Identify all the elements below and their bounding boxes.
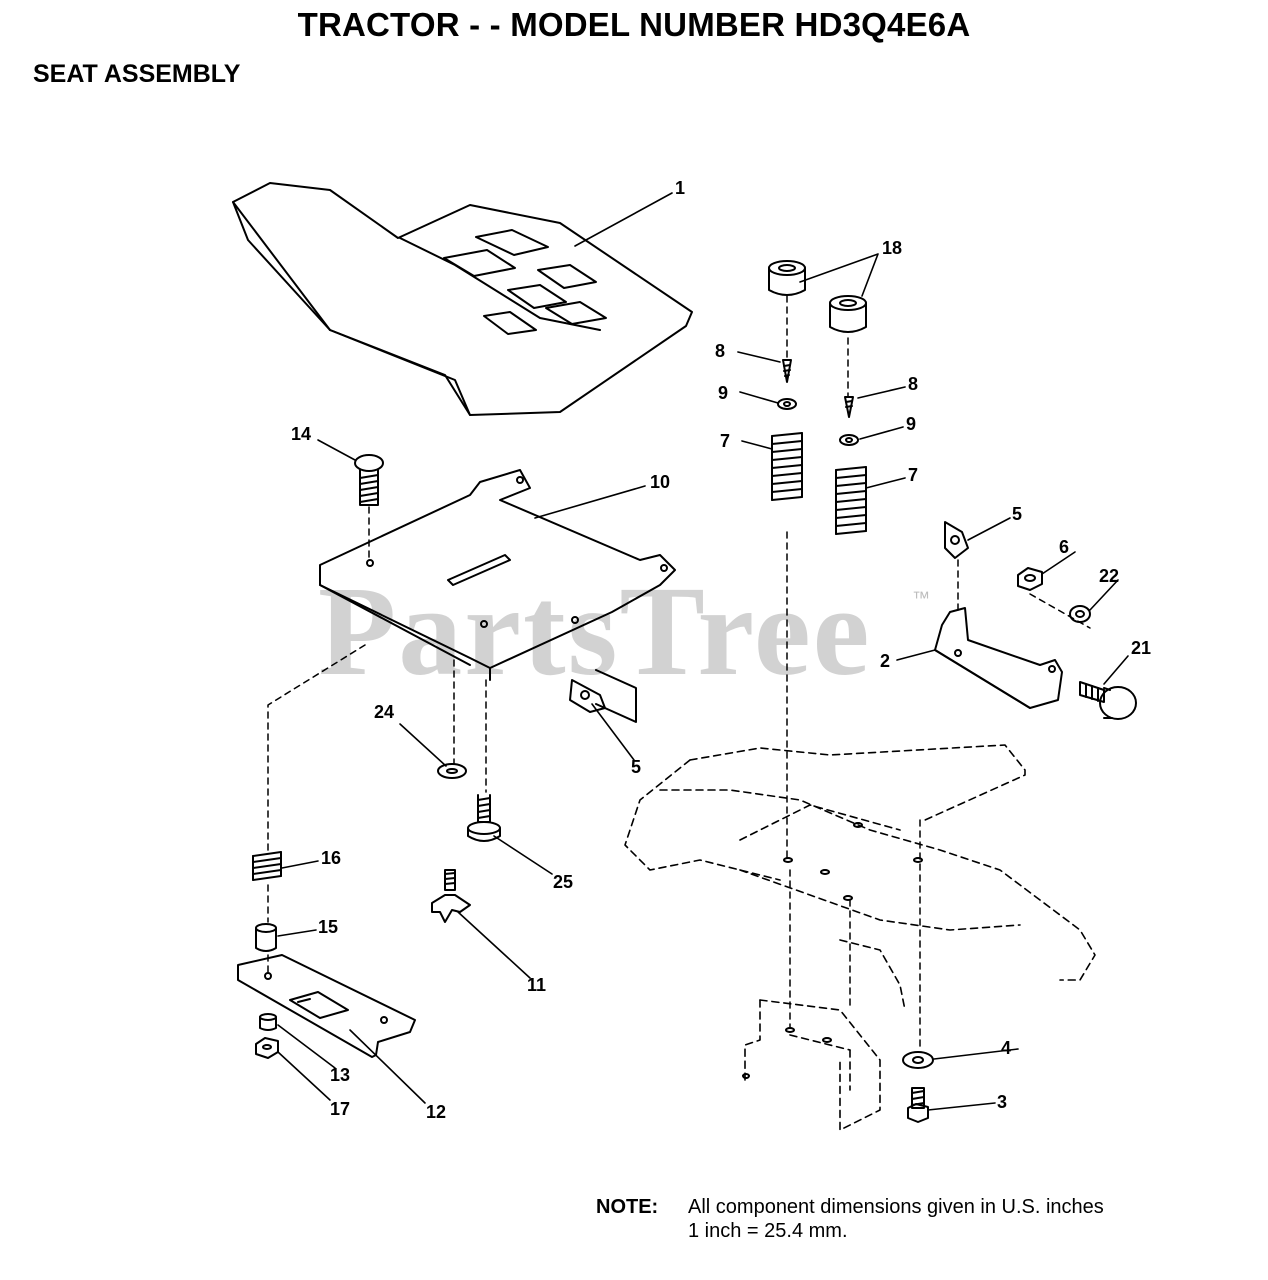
note-line-2: 1 inch = 25.4 mm. (688, 1220, 848, 1242)
part-4-washer (902, 1051, 934, 1069)
callout-25: 25 (553, 872, 574, 892)
page-title: TRACTOR - - MODEL NUMBER HD3Q4E6A (297, 6, 971, 43)
callout-17: 17 (330, 1099, 351, 1119)
part-14-bolt (354, 454, 384, 506)
section-title: SEAT ASSEMBLY (33, 60, 241, 88)
callout-5-upper: 5 (1012, 504, 1023, 524)
callout-13: 13 (330, 1065, 351, 1085)
callout-4: 4 (1001, 1038, 1012, 1058)
callout-1: 1 (675, 178, 686, 198)
assembly-centerlines (267, 295, 1091, 1051)
callout-2: 2 (880, 651, 891, 671)
part-17-nut (255, 1037, 279, 1059)
part-25-bolt (467, 794, 501, 842)
part-16-spring (252, 851, 282, 881)
part-21-knob (1079, 681, 1137, 720)
part-12-plate (237, 954, 416, 1058)
part-7-springs (771, 432, 867, 535)
part-3-bolt (907, 1087, 929, 1123)
callout-3: 3 (997, 1092, 1008, 1112)
note-label: NOTE: (596, 1196, 659, 1218)
callout-21: 21 (1131, 638, 1152, 658)
callout-7-left: 7 (720, 431, 731, 451)
dimension-note: NOTE: All component dimensions given in U… (596, 1195, 1104, 1243)
callout-24: 24 (374, 702, 395, 722)
watermark-trademark: ™ (912, 588, 930, 608)
part-24-washer (437, 763, 467, 779)
callout-11: 11 (527, 975, 547, 995)
callout-7-right: 7 (908, 465, 919, 485)
part-9-washers (777, 398, 859, 446)
callout-10: 10 (650, 472, 671, 492)
callout-16: 16 (321, 848, 342, 868)
part-22-washer (1069, 605, 1091, 623)
part-13-spacer (259, 1013, 277, 1031)
callout-5-lower: 5 (631, 757, 642, 777)
callout-9-right: 9 (906, 414, 917, 434)
callout-8-right: 8 (908, 374, 919, 394)
part-11-knob (431, 869, 471, 923)
part-15-spacer (255, 923, 277, 952)
callout-14: 14 (291, 424, 312, 444)
watermark-logo: PartsTree (318, 560, 872, 702)
note-line-1: All component dimensions given in U.S. i… (688, 1196, 1104, 1218)
frame-holes (742, 822, 923, 1079)
part-10-seat-pan (319, 469, 676, 681)
part-18-bumpers (768, 260, 867, 333)
part-2-bracket (934, 607, 1063, 709)
callout-9-left: 9 (718, 383, 729, 403)
part-1-seat (232, 182, 693, 416)
part-8-screws (782, 359, 854, 418)
leader-lines (277, 192, 1129, 1111)
callout-15: 15 (318, 917, 339, 937)
part-5-clips (569, 521, 969, 723)
callout-12: 12 (426, 1102, 447, 1122)
callout-18: 18 (882, 238, 903, 258)
callout-6: 6 (1059, 537, 1070, 557)
tractor-frame (624, 744, 1096, 1131)
callout-22: 22 (1099, 566, 1120, 586)
callout-8-left: 8 (715, 341, 726, 361)
part-6-nut (1017, 567, 1043, 591)
